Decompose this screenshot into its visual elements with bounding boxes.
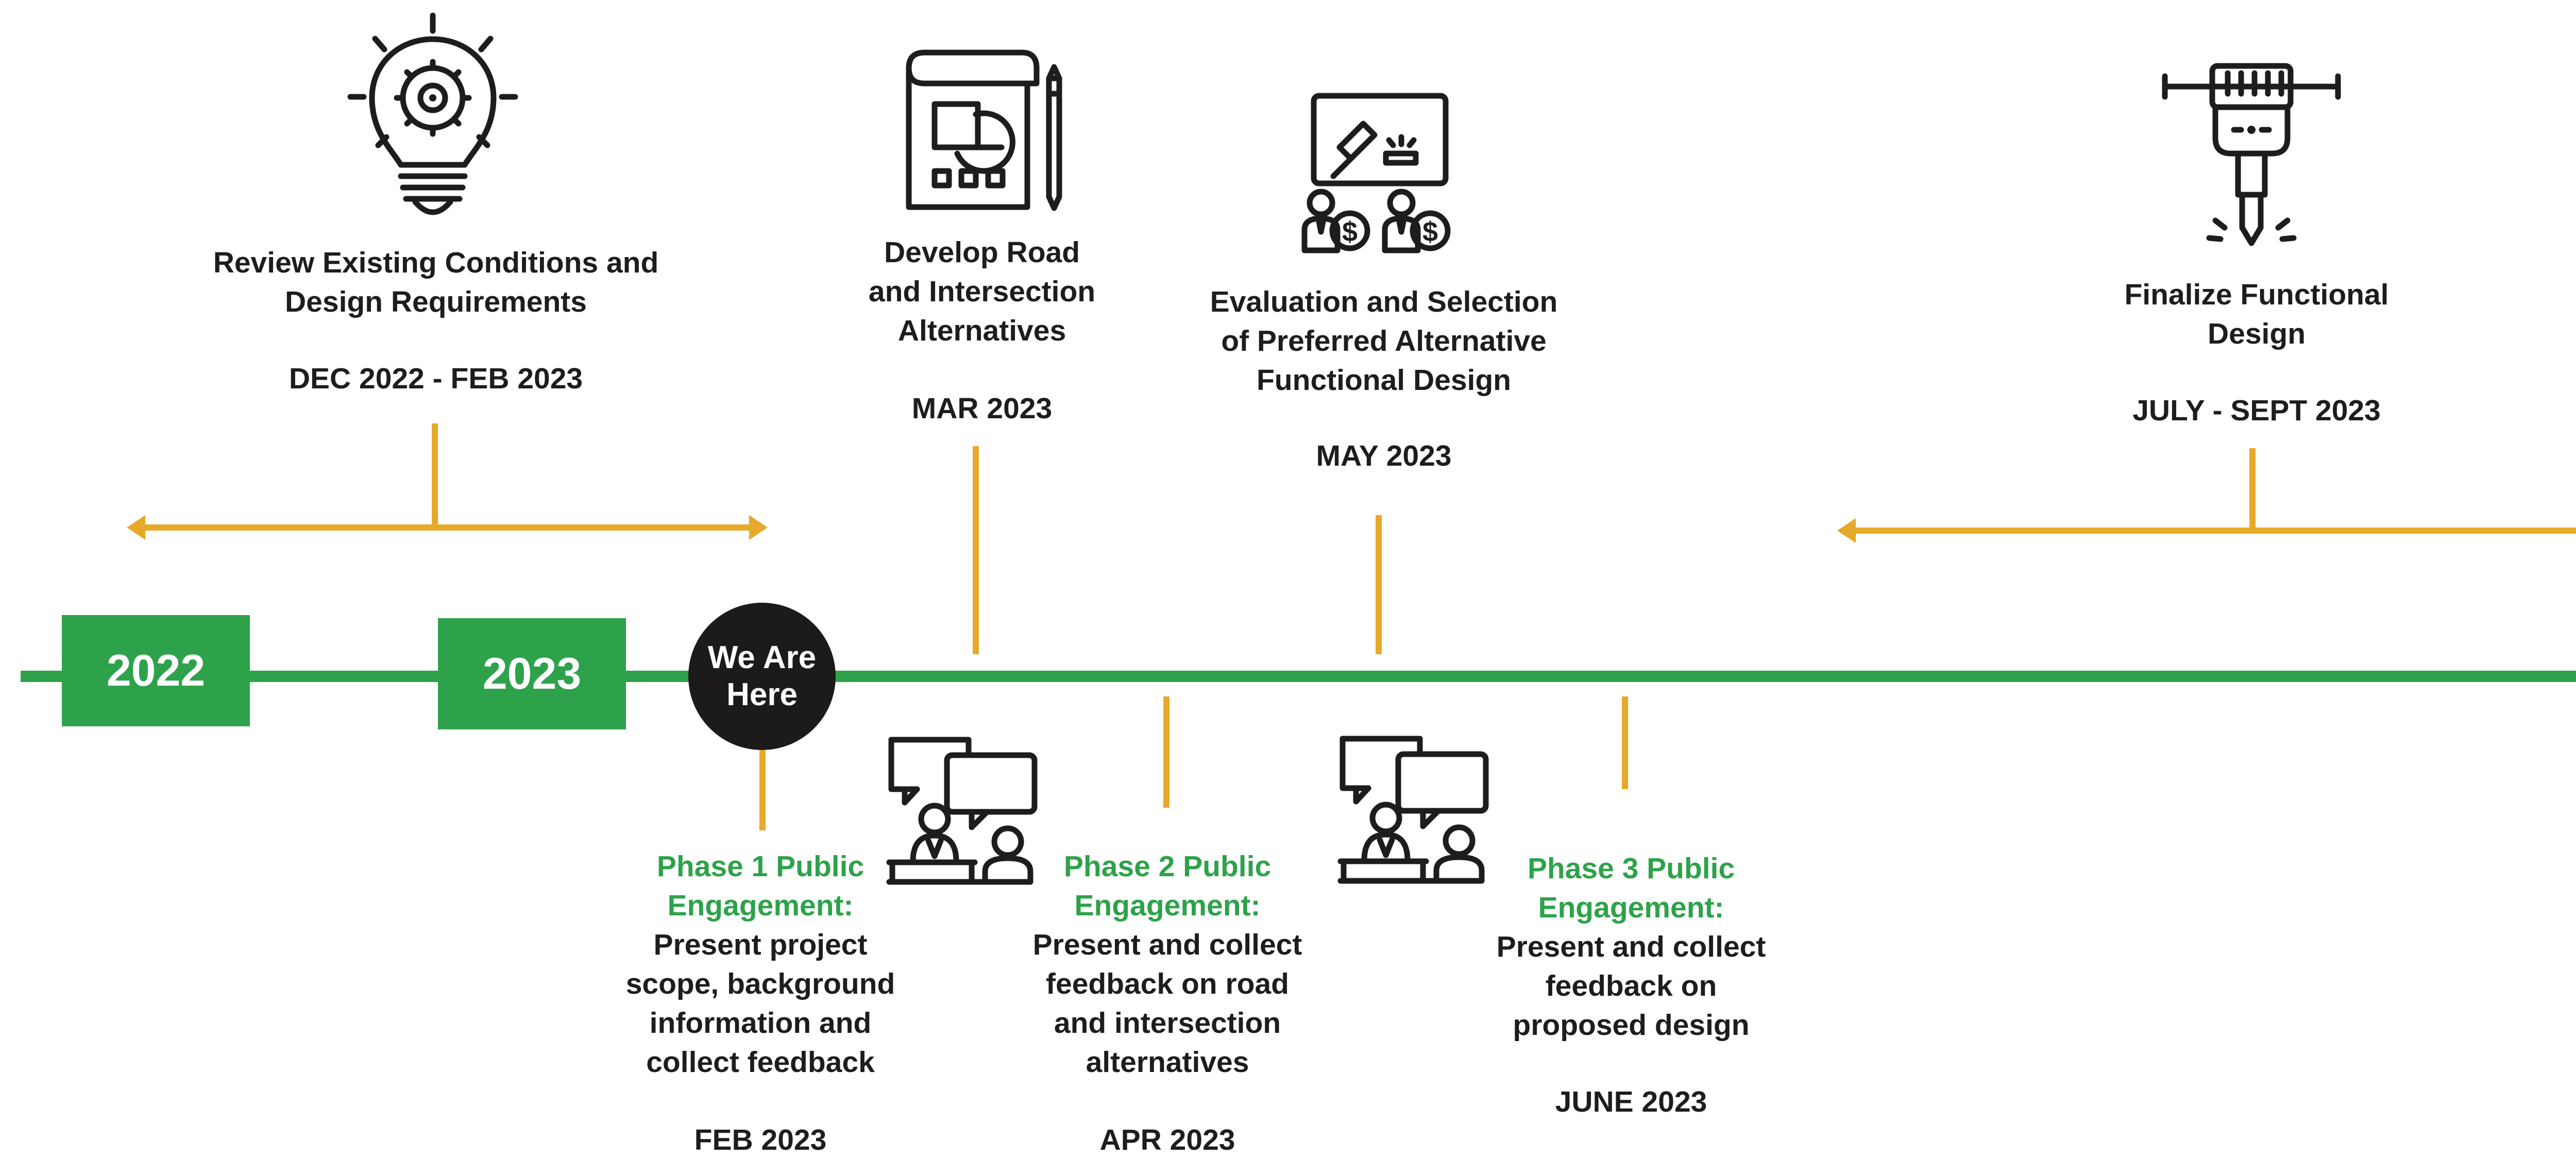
year-2023-box: 2023 [438, 618, 626, 729]
engagement-2-connector [1163, 696, 1170, 808]
timeline-line [21, 671, 2576, 682]
year-2022-box: 2022 [62, 615, 250, 726]
blueprint-pencil-icon [906, 49, 1062, 211]
milestone-2-title: Develop Road and Intersection Alternativ… [868, 236, 1096, 347]
milestone-1-connector [432, 423, 438, 526]
year-label: 2022 [106, 645, 206, 695]
arrow-right-icon [749, 515, 768, 540]
milestone-1-date: DEC 2022 - FEB 2023 [289, 362, 583, 395]
milestone-4-span-arrow [1846, 527, 2576, 534]
milestone-3-connector [1376, 515, 1382, 654]
engagement-2-text: Phase 2 Public Engagement: Present and c… [1032, 850, 1302, 1079]
engagement-1-connector [759, 750, 766, 830]
milestone-1-title: Review Existing Conditions and Design Re… [213, 246, 659, 318]
milestone-4-date: JULY - SEPT 2023 [2132, 394, 2381, 427]
svg-text:$: $ [1422, 216, 1438, 247]
svg-text:$: $ [1342, 216, 1358, 247]
meeting-speech-bubbles-icon [1337, 736, 1489, 884]
engagement-3-connector [1622, 696, 1628, 789]
milestone-2-date: MAR 2023 [911, 392, 1053, 425]
engagement-2-date: APR 2023 [1099, 1123, 1235, 1156]
meeting-speech-bubbles-icon [886, 737, 1038, 885]
arrow-left-icon [127, 515, 145, 540]
arrow-left-icon [1837, 518, 1856, 543]
milestone-3-date: MAY 2023 [1316, 439, 1452, 472]
we-are-here-marker: We Are Here [688, 603, 836, 750]
milestone-1-span-arrow [135, 524, 758, 531]
year-label: 2023 [482, 649, 582, 699]
milestone-4-connector [2249, 448, 2256, 531]
engagement-1-text: Phase 1 Public Engagement: Present proje… [625, 850, 895, 1079]
milestone-3-title: Evaluation and Selection of Preferred Al… [1210, 285, 1558, 397]
engagement-1-date: FEB 2023 [694, 1123, 827, 1156]
engagement-3-date: JUNE 2023 [1555, 1085, 1707, 1118]
milestone-2-connector [973, 446, 979, 654]
milestone-4-title: Finalize Functional Design [2124, 278, 2389, 350]
auction-evaluation-icon: $ $ [1301, 93, 1451, 253]
lightbulb-gear-icon [347, 12, 518, 215]
jackhammer-icon [2162, 63, 2341, 246]
engagement-3-text: Phase 3 Public Engagement: Present and c… [1496, 852, 1766, 1042]
